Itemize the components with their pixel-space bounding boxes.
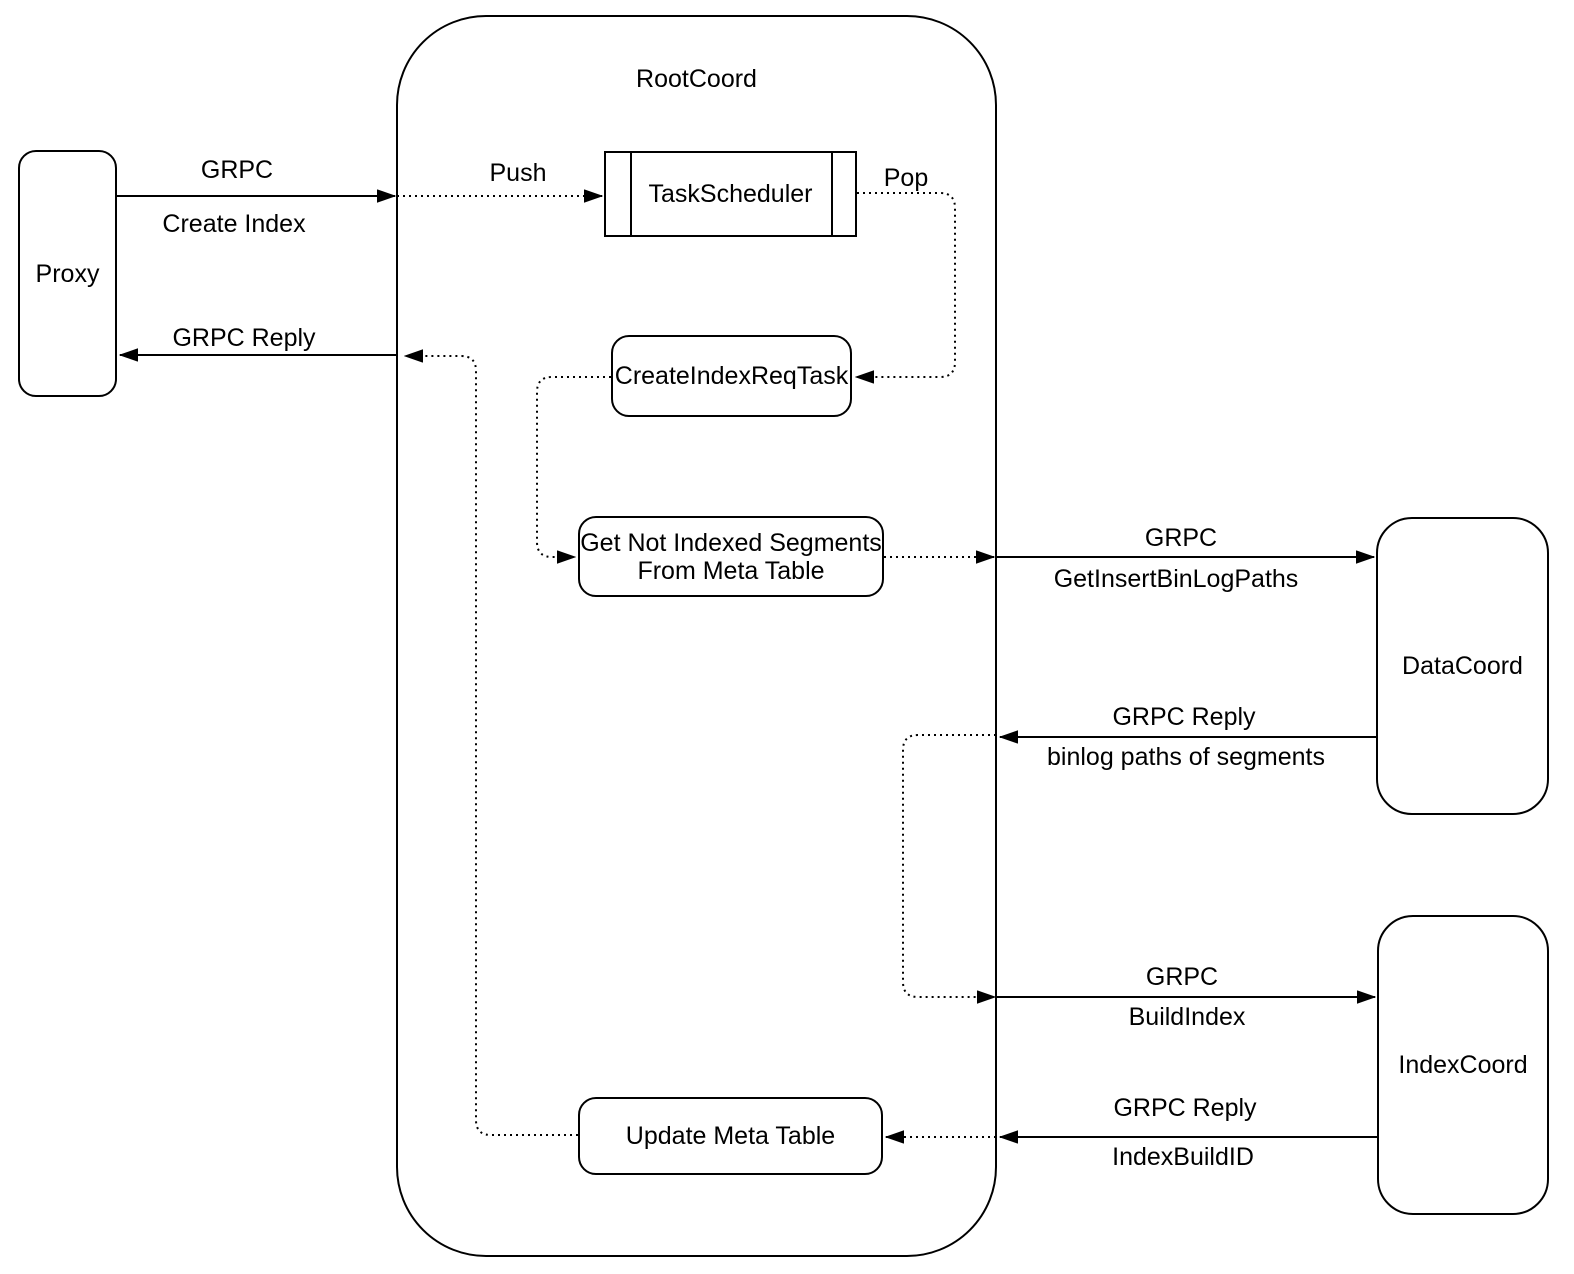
build-index-method-label: BuildIndex <box>1128 1003 1246 1031</box>
get-insert-binlog-protocol-label: GRPC <box>1144 524 1218 552</box>
edge-update-to-reply <box>405 356 578 1136</box>
task-scheduler-node: TaskScheduler <box>604 151 857 237</box>
update-meta-table-label: Update Meta Table <box>625 1122 836 1150</box>
rootcoord-container: RootCoord <box>396 15 997 1257</box>
task-scheduler-label: TaskScheduler <box>648 180 813 208</box>
create-index-req-task-label: CreateIndexReqTask <box>614 362 849 390</box>
get-insert-binlog-method-label: GetInsertBinLogPaths <box>1053 565 1299 593</box>
proxy-node: Proxy <box>18 150 117 397</box>
create-index-method-label: Create Index <box>162 210 306 238</box>
get-not-indexed-segments-node: Get Not Indexed Segments From Meta Table <box>578 516 884 597</box>
get-not-indexed-line2: From Meta Table <box>637 556 825 585</box>
edge-reply-to-buildindex-loop <box>902 734 996 997</box>
queue-divider-left <box>630 153 632 235</box>
index-coord-node: IndexCoord <box>1377 915 1549 1215</box>
binlog-reply-method-label: binlog paths of segments <box>1047 743 1325 771</box>
grpc-reply-to-proxy-label: GRPC Reply <box>172 324 316 352</box>
data-coord-node: DataCoord <box>1376 517 1549 815</box>
get-not-indexed-line1: Get Not Indexed Segments <box>580 528 882 557</box>
edge-pop <box>856 192 956 377</box>
index-build-id-protocol-label: GRPC Reply <box>1113 1094 1257 1122</box>
edge-reqtask-to-segments <box>536 376 611 557</box>
binlog-reply-protocol-label: GRPC Reply <box>1112 703 1256 731</box>
create-index-protocol-label: GRPC <box>200 156 274 184</box>
index-build-id-method-label: IndexBuildID <box>1112 1143 1254 1171</box>
proxy-label: Proxy <box>35 259 100 288</box>
rootcoord-title: RootCoord <box>636 65 757 93</box>
index-coord-label: IndexCoord <box>1398 1051 1528 1079</box>
pop-label: Pop <box>883 164 929 192</box>
queue-divider-right <box>831 153 833 235</box>
build-index-protocol-label: GRPC <box>1145 963 1219 991</box>
push-label: Push <box>489 159 547 187</box>
update-meta-table-node: Update Meta Table <box>578 1097 883 1175</box>
create-index-req-task-node: CreateIndexReqTask <box>611 335 852 417</box>
data-coord-label: DataCoord <box>1402 652 1523 680</box>
